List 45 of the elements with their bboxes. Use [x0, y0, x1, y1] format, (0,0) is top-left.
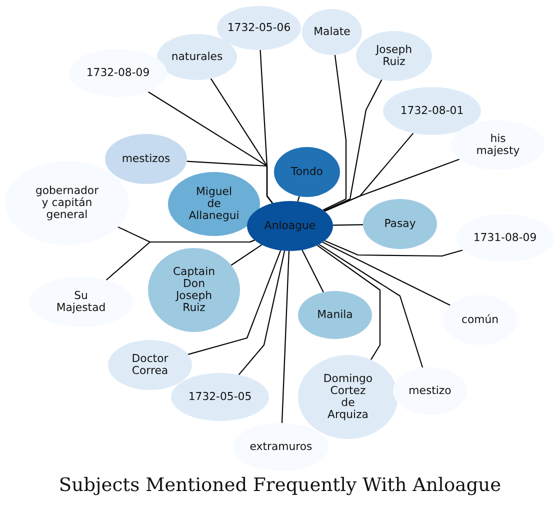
ellipse-node — [247, 201, 333, 251]
node-label: Doctor Correa — [132, 352, 168, 378]
ellipse-node — [393, 367, 467, 415]
connector-line — [332, 224, 364, 226]
connector-line — [324, 79, 382, 212]
node-label: 1731-08-09 — [473, 232, 537, 244]
ellipse-node — [108, 340, 192, 390]
connector-line — [302, 250, 324, 292]
node-label: 1732-05-05 — [188, 390, 252, 404]
node-label: mestizos — [122, 152, 170, 166]
connector-line — [106, 240, 255, 281]
node-label: Captain Don Joseph Ruiz — [172, 266, 216, 314]
connector-line — [316, 244, 381, 360]
node-label: común — [461, 314, 499, 326]
connector-line — [297, 196, 300, 202]
node-label: gobernador y capitán general — [35, 184, 99, 222]
node-label: his majesty — [476, 132, 520, 158]
node-label: Domingo Cortez de Arquiza — [323, 372, 373, 422]
node-label: Su Majestad — [56, 290, 106, 314]
ellipse-node — [302, 9, 362, 55]
node-label: 1732-05-06 — [227, 22, 291, 34]
connector-line — [322, 54, 347, 211]
connector-line — [322, 242, 450, 306]
diagram-title: Subjects Mentioned Frequently With Anloague — [58, 475, 502, 498]
connector-line — [324, 158, 460, 212]
node-label: 1732-08-09 — [86, 66, 150, 80]
node-label: Anloague — [264, 220, 316, 232]
connector-line — [324, 240, 463, 257]
node-label: Tondo — [291, 166, 323, 178]
node-label: extramuros — [250, 440, 312, 454]
connector-line — [238, 250, 286, 376]
node-label: Miguel de Allanegui — [188, 186, 240, 222]
connector-line — [230, 244, 262, 266]
node-label: Manila — [317, 308, 353, 322]
connector-line — [186, 160, 273, 204]
connector-line — [281, 250, 290, 424]
node-label: Pasay — [384, 218, 416, 230]
node-label: Malate — [314, 26, 350, 38]
node-label: Joseph Ruiz — [376, 44, 412, 68]
connector-line — [318, 244, 424, 368]
node-label: 1732-08-01 — [400, 104, 464, 118]
node-label: naturales — [171, 50, 223, 64]
ellipse-node — [356, 31, 432, 81]
connector-line — [188, 250, 282, 355]
node-label: mestizo — [408, 384, 452, 398]
